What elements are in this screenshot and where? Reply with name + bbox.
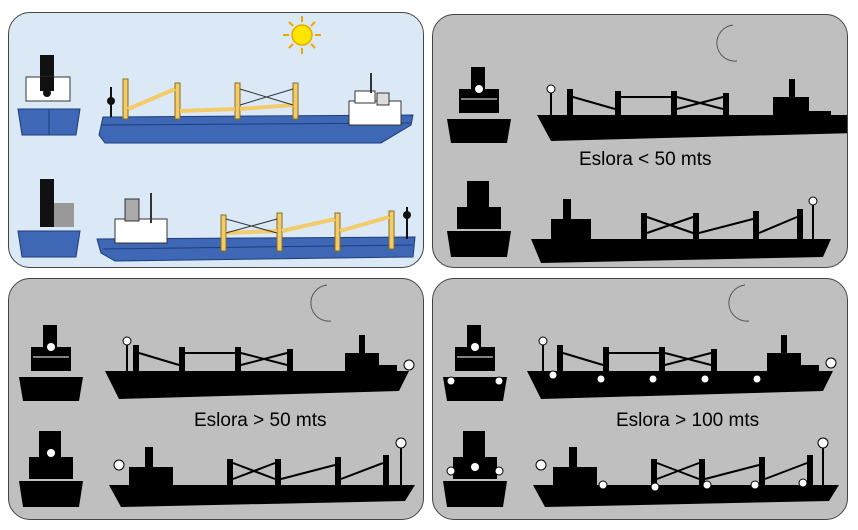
- navigation-light-icon: [113, 459, 125, 471]
- ship-front-icon: [443, 325, 507, 401]
- navigation-light-icon: [494, 376, 504, 386]
- length-caption: Eslora < 50 mts: [579, 149, 712, 170]
- moon-icon: [310, 284, 332, 322]
- navigation-light-icon: [535, 459, 547, 471]
- ship-side-icon: [109, 437, 415, 507]
- navigation-light-icon: [47, 343, 55, 351]
- night-large-panel: Eslora > 100 mts: [432, 278, 848, 520]
- day-panel: [8, 12, 424, 268]
- moon-icon: [716, 24, 738, 62]
- ship-front-icon: [447, 181, 511, 257]
- night-small-illustration: [447, 24, 847, 263]
- navigation-light-icon: [471, 343, 479, 351]
- moon-icon: [728, 284, 750, 322]
- navigation-light-icon: [825, 357, 837, 369]
- ship-side-icon: [537, 79, 847, 141]
- navigation-light-icon: [403, 359, 415, 371]
- length-caption: Eslora > 50 mts: [194, 410, 327, 431]
- navigation-light-icon: [808, 196, 818, 206]
- length-caption: Eslora > 100 mts: [616, 410, 760, 431]
- night-medium-illustration: [19, 284, 415, 507]
- ship-front-icon: [17, 55, 81, 136]
- night-large-illustration: [443, 284, 839, 507]
- navigation-light-icon: [395, 437, 407, 449]
- ship-side-icon: [105, 335, 415, 399]
- sun-icon: [283, 16, 321, 54]
- ship-side-icon: [531, 196, 831, 263]
- ship-front-icon: [443, 431, 507, 507]
- ship-front-icon: [19, 431, 83, 507]
- night-small-panel: Eslora < 50 mts: [432, 14, 848, 268]
- ship-side-icon: [527, 335, 837, 399]
- navigation-light-icon: [538, 336, 548, 346]
- navigation-light-icon: [47, 449, 55, 457]
- navigation-light-icon: [817, 437, 829, 449]
- ship-side-icon: [533, 437, 839, 507]
- day-illustration: [17, 16, 416, 262]
- ship-side-icon: [98, 73, 414, 144]
- navigation-light-icon: [475, 85, 483, 93]
- ship-front-icon: [447, 67, 511, 143]
- navigation-light-icon: [446, 376, 456, 386]
- navigation-light-icon: [471, 463, 479, 471]
- ship-front-icon: [17, 179, 81, 258]
- ship-side-icon: [96, 193, 416, 262]
- night-medium-panel: Eslora > 50 mts: [8, 278, 424, 520]
- navigation-light-icon: [546, 84, 556, 94]
- ship-front-icon: [19, 325, 83, 401]
- navigation-light-icon: [122, 336, 132, 346]
